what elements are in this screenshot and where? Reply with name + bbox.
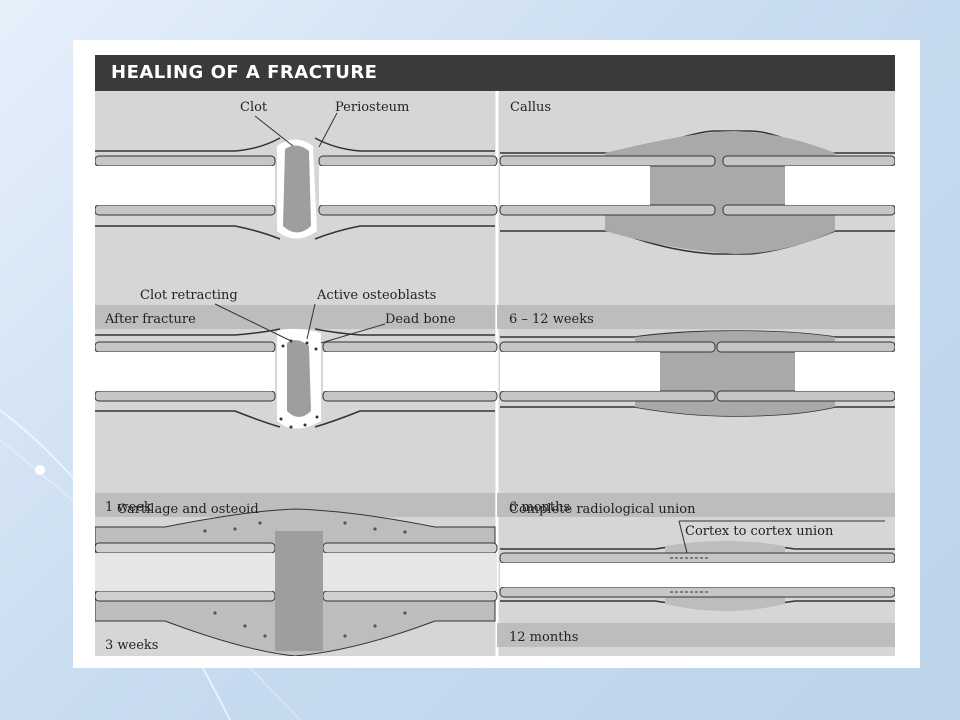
panel-six-months <box>497 330 895 517</box>
panel-callus <box>497 130 895 329</box>
panel-twelve-months <box>497 520 895 647</box>
label-active-osteoblasts: Active osteoblasts <box>316 288 436 303</box>
stage-six-months: 6 months <box>509 500 570 515</box>
stage-after-fracture: After fracture <box>104 312 196 327</box>
stage-one-week: 1 week <box>105 500 152 515</box>
label-cartilage-osteoid: Cartilage and osteoid <box>117 502 259 517</box>
stage-three-weeks: 3 weeks <box>105 638 158 653</box>
stage-callus: 6 – 12 weeks <box>509 312 594 327</box>
label-cortex-to-cortex: Cortex to cortex union <box>685 524 834 539</box>
label-clot-retracting: Clot retracting <box>140 288 238 303</box>
panel-after-fracture <box>95 112 498 329</box>
figure-title: HEALING OF A FRACTURE <box>95 55 895 91</box>
label-callus: Callus <box>510 100 551 115</box>
diagram-canvas: Clot Periosteum After fracture Callus 6 … <box>95 91 895 656</box>
label-clot: Clot <box>240 100 268 115</box>
panel-one-week <box>95 303 498 517</box>
panel-three-weeks <box>95 508 498 656</box>
label-dead-bone: Dead bone <box>385 312 456 327</box>
label-periosteum: Periosteum <box>335 100 409 115</box>
stage-twelve-months: 12 months <box>509 630 578 645</box>
fracture-healing-figure: HEALING OF A FRACTURE Clot Pe <box>95 55 895 656</box>
label-complete-radiological-union: Complete radiological union <box>509 502 696 517</box>
